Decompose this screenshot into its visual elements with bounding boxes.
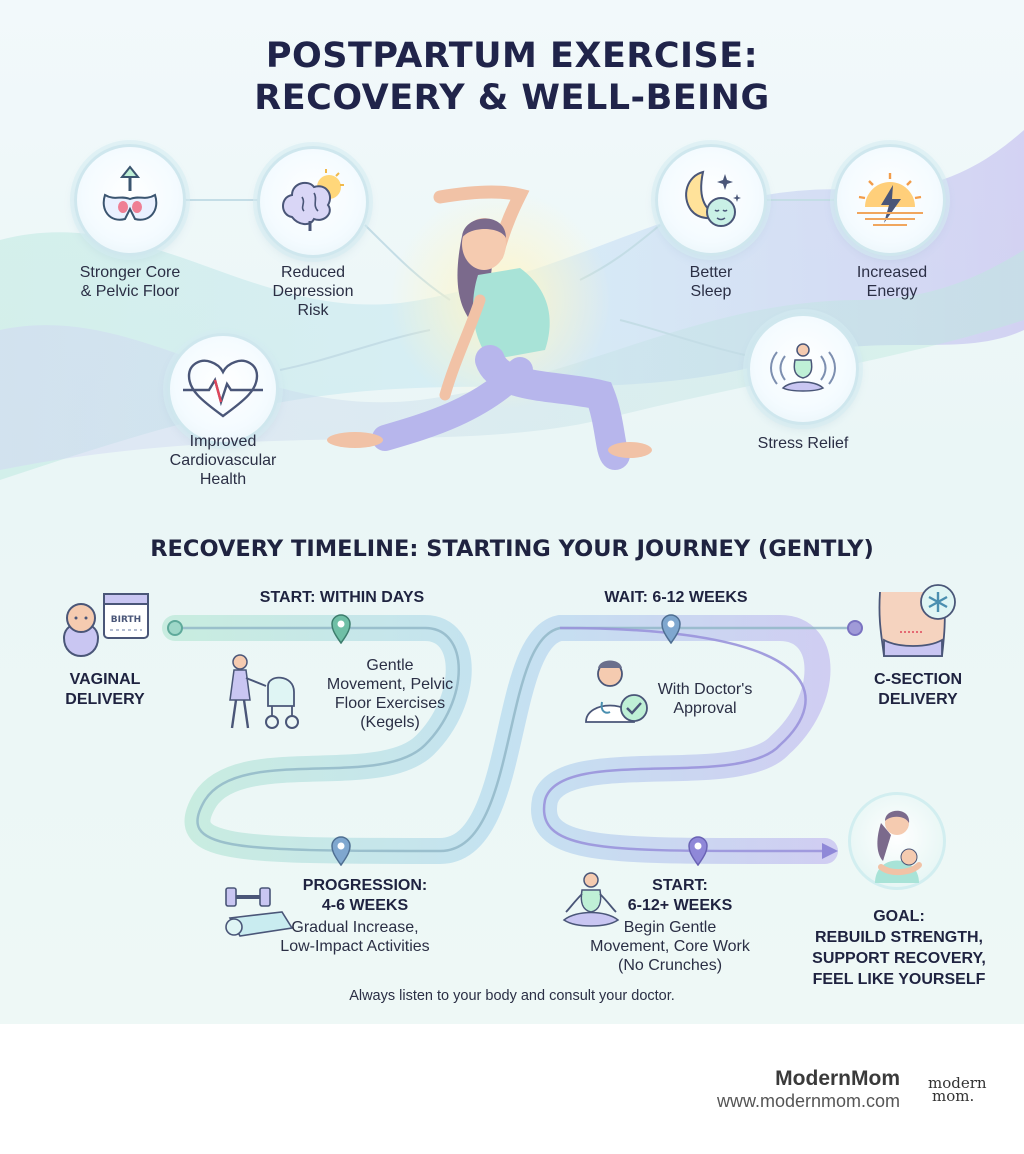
start-weeks-title: START: 6-12+ WEEKS bbox=[627, 877, 733, 914]
csection-delivery-label: C-SECTION DELIVERY bbox=[874, 671, 962, 708]
start-within-days-text: Gentle Movement, Pelvic Floor Exercises … bbox=[326, 657, 454, 731]
title-line-1: POSTPARTUM EXERCISE: bbox=[265, 36, 759, 76]
benefit-energy-circle bbox=[834, 144, 946, 256]
mother-baby-icon bbox=[875, 810, 922, 883]
timeline-title: RECOVERY TIMELINE: STARTING YOUR JOURNEY… bbox=[150, 536, 874, 562]
heart-pulse-icon bbox=[183, 359, 263, 418]
meditating-person-icon bbox=[770, 343, 836, 392]
logo-line-1: modern bbox=[928, 1074, 987, 1092]
brain-sun-icon bbox=[282, 169, 344, 231]
map-pin-icon bbox=[331, 836, 351, 866]
benefit-label-depression: Reduced Depression Risk bbox=[272, 264, 354, 319]
timeline-path bbox=[162, 615, 863, 865]
progression-text: Gradual Increase, Low-Impact Activities bbox=[280, 919, 430, 955]
footer-url[interactable]: www.modernmom.com bbox=[716, 1091, 900, 1111]
map-pin-icon bbox=[331, 614, 351, 644]
modernmom-logo: modern mom. bbox=[928, 1074, 987, 1105]
start-within-days-title: START: WITHIN DAYS bbox=[259, 589, 425, 606]
yoga-woman-illustration bbox=[327, 185, 652, 470]
calendar-birth-text: BIRTH bbox=[111, 615, 141, 625]
benefit-label-energy: Increased Energy bbox=[856, 264, 928, 300]
sun-lightning-icon bbox=[857, 173, 923, 226]
benefit-label-core: Stronger Core & Pelvic Floor bbox=[79, 264, 181, 300]
meditating-woman-icon bbox=[562, 872, 620, 927]
wait-weeks-text: With Doctor's Approval bbox=[657, 681, 753, 717]
benefit-label-stress: Stress Relief bbox=[757, 435, 849, 452]
vaginal-delivery-label: VAGINAL DELIVERY bbox=[65, 671, 145, 708]
benefit-label-cardio: Improved Cardiovascular Health bbox=[169, 433, 277, 488]
csection-medical-icon bbox=[878, 584, 956, 657]
progression-title: PROGRESSION: 4-6 WEEKS bbox=[302, 877, 428, 914]
doctor-check-icon bbox=[585, 660, 648, 723]
disclaimer: Always listen to your body and consult y… bbox=[349, 988, 675, 1004]
footer-brand: ModernMom bbox=[775, 1067, 900, 1090]
map-pin-icon bbox=[661, 614, 681, 644]
benefit-stress-circle bbox=[747, 313, 859, 425]
benefit-depression-circle bbox=[257, 146, 369, 258]
map-pin-icon bbox=[688, 836, 708, 866]
benefit-sleep-circle bbox=[655, 144, 767, 256]
logo-line-2: mom. bbox=[932, 1087, 975, 1105]
dumbbell-mat-icon bbox=[225, 887, 294, 937]
goal-text: GOAL: REBUILD STRENGTH, SUPPORT RECOVERY… bbox=[812, 908, 986, 988]
infographic-canvas: POSTPARTUM EXERCISE: RECOVERY & WELL-BEI… bbox=[0, 0, 1024, 1024]
stroller-mom-icon bbox=[229, 654, 299, 729]
title-line-2: RECOVERY & WELL-BEING bbox=[254, 78, 770, 118]
moon-stars-icon bbox=[685, 170, 741, 227]
goal-circle bbox=[848, 792, 946, 890]
baby-calendar-icon: BIRTH bbox=[62, 593, 149, 657]
pelvis-arrow-up-icon bbox=[102, 165, 158, 221]
benefit-core-circle bbox=[74, 144, 186, 256]
benefit-cardio-circle bbox=[167, 333, 279, 445]
benefit-label-sleep: Better Sleep bbox=[689, 264, 733, 300]
start-weeks-text: Begin Gentle Movement, Core Work (No Cru… bbox=[590, 919, 750, 974]
wait-weeks-title: WAIT: 6-12 WEEKS bbox=[604, 589, 748, 606]
